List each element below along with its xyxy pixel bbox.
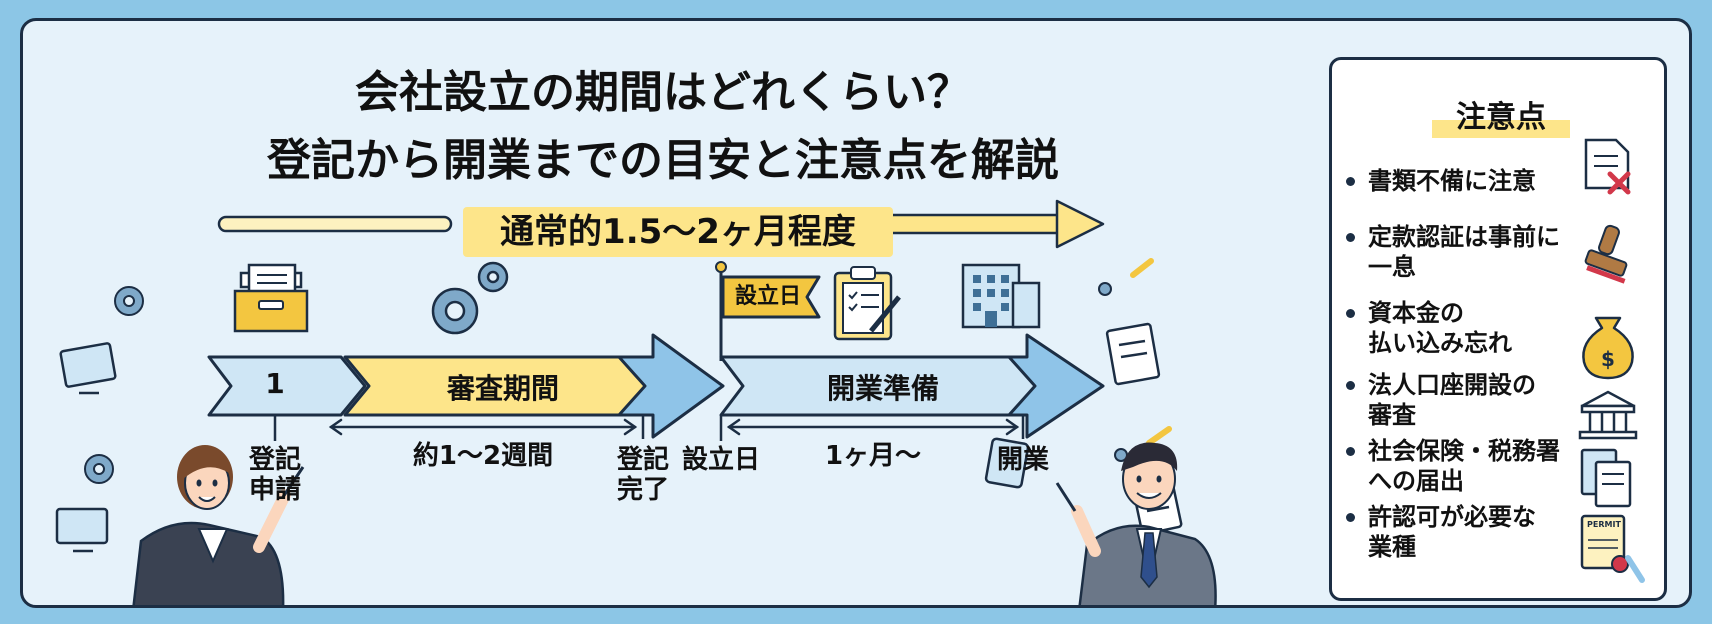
svg-text:$: $	[1601, 347, 1615, 371]
note-item: 法人口座開設の 審査	[1346, 370, 1596, 430]
building-icon	[961, 263, 1041, 329]
note-item: 資本金の 払い込み忘れ	[1346, 298, 1596, 358]
note-item: 書類不備に注意	[1346, 166, 1596, 196]
milestone-opening: 開業	[996, 445, 1049, 475]
title-line-2: 登記から開業までの目安と注意点を解説	[267, 135, 1059, 186]
note-item: 定款認証は事前に 一息	[1346, 222, 1596, 282]
milestone-complete: 登記 完了	[616, 445, 669, 505]
chevron-step1	[207, 355, 367, 417]
step1-number: 1	[265, 367, 285, 400]
permit-text: PERMIT	[1587, 520, 1621, 529]
span-review-arrow	[328, 418, 638, 436]
woman-figure	[132, 445, 305, 605]
flag-label: 設立日	[734, 284, 801, 309]
arrowhead-review	[617, 333, 725, 439]
monitor-icon-left-2	[55, 507, 109, 553]
phase-review-label: 審査期間	[446, 372, 559, 405]
notes-panel: 注意点 書類不備に注意 定款認証は事前に 一息 資本金の 払い込み忘れ 法人口座…	[1329, 57, 1667, 601]
file-box-icon	[233, 263, 309, 333]
note-item: 許認可が必要な 業種	[1346, 502, 1596, 562]
milestone-founding: 設立日	[681, 445, 760, 475]
gear-icon-deco-left	[114, 286, 144, 316]
document-x-icon	[1584, 138, 1631, 195]
note-item: 社会保険・税務署 への届出	[1346, 436, 1596, 496]
milestone-apply: 登記 申請	[248, 445, 301, 505]
duration-label: 通常的1.5〜2ヶ月程度	[463, 207, 893, 257]
duration-arrow	[217, 199, 1105, 249]
gear-icon-large	[431, 287, 479, 335]
clipboard-icon	[833, 266, 901, 341]
monitor-icon-left	[59, 342, 117, 395]
document-icon-deco	[1105, 322, 1161, 386]
wrench-icon-deco-2	[1146, 426, 1172, 446]
span-review-label: 約1〜2週間	[412, 441, 554, 471]
title-line-1: 会社設立の期間はどれくらい？	[355, 67, 971, 118]
span-prep-label: 1ヶ月〜	[824, 441, 922, 471]
money-bag-icon: $	[1582, 316, 1634, 380]
flag-banner	[721, 275, 821, 319]
gear-icon-small	[477, 261, 509, 293]
span-prep-arrow	[726, 418, 1020, 436]
gear-icon-deco-left-2	[84, 454, 114, 484]
phase-prep-label: 開業準備	[826, 372, 939, 405]
calculator-icon	[984, 437, 1030, 489]
timeline-chevrons	[55, 258, 1217, 605]
arrowhead-prep	[1007, 333, 1105, 439]
bank-icon	[1578, 390, 1638, 440]
stamp-icon	[1584, 224, 1628, 284]
infographic-frame: 会社設立の期間はどれくらい？ 登記から開業までの目安と注意点を解説 通常的1.5…	[20, 18, 1692, 608]
wrench-icon-deco	[1130, 258, 1154, 278]
permit-icon	[1580, 514, 1645, 583]
man-figure	[1055, 442, 1217, 605]
documents-icon	[1580, 448, 1632, 508]
notes-panel-title: 注意点	[1432, 98, 1570, 138]
